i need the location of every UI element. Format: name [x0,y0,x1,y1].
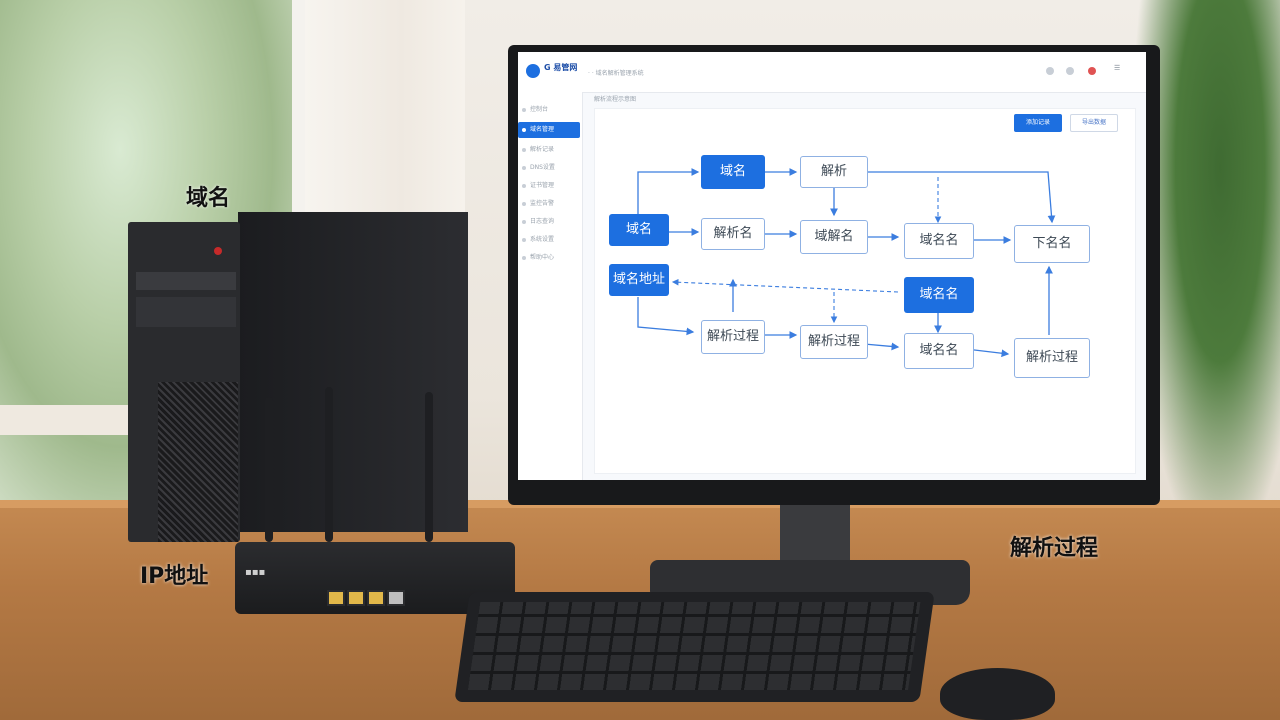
app-header: G 易管网 · · 域名解析管理系统 ☰ [518,52,1146,93]
ethernet-port [347,590,365,606]
antenna [265,397,273,542]
label-domain: 域名 [186,186,231,211]
label-ip-address: IP地址 [140,564,209,589]
monitor-screen: G 易管网 · · 域名解析管理系统 ☰ 控制台 域名管理 解析记录 DNS设置… [518,52,1146,480]
flow-node[interactable]: 域名名 [904,277,974,313]
router-brand: ▪▪▪ [245,567,266,578]
sidebar-item-dashboard[interactable]: 控制台 [518,102,580,118]
dot-icon [522,128,526,132]
sidebar-item-label: 监控告警 [530,200,555,207]
flow-node[interactable]: 下名名 [1014,225,1090,263]
add-record-button[interactable]: 添加记录 [1014,114,1062,132]
bell-icon[interactable] [1046,67,1054,75]
sidebar-item-help[interactable]: 帮助中心 [518,250,580,266]
sidebar-item-label: 日志查询 [530,218,555,225]
dot-icon [522,202,526,206]
dot-icon [522,108,526,112]
power-led-icon [214,247,222,255]
dot-icon [522,238,526,242]
sidebar-item-label: 帮助中心 [530,254,555,261]
sidebar-item-label: 解析记录 [530,146,555,153]
flow-node[interactable]: 域名地址 [609,264,669,296]
ethernet-port [367,590,385,606]
drive-bay [136,272,236,290]
mouse [940,668,1055,720]
usb-port [387,590,405,606]
flow-node[interactable]: 解析过程 [701,320,765,354]
alert-icon[interactable] [1088,67,1096,75]
sidebar-item-label: DNS设置 [530,164,555,171]
sidebar-item-label: 证书管理 [530,182,555,189]
label-resolution-process: 解析过程 [1010,536,1099,561]
sidebar-item-domains[interactable]: 域名管理 [518,122,580,138]
flow-node[interactable]: 解析 [800,156,868,188]
sidebar-item-label: 域名管理 [530,126,555,133]
sidebar-item-logs[interactable]: 日志查询 [518,214,580,230]
user-icon[interactable] [1066,67,1074,75]
dot-icon [522,166,526,170]
flow-node[interactable]: 域解名 [800,220,868,254]
dot-icon [522,184,526,188]
flow-node[interactable]: 解析过程 [1014,338,1090,378]
flow-node[interactable]: 域名名 [904,223,974,259]
sidebar-item-label: 控制台 [530,106,549,113]
flow-node[interactable]: 域名 [701,155,765,189]
sidebar-item-certs[interactable]: 证书管理 [518,178,580,194]
drive-bay [136,297,236,327]
flow-node[interactable]: 域名 [609,214,669,246]
keyboard-keys [467,602,921,690]
antenna [425,392,433,542]
sidebar: 控制台 域名管理 解析记录 DNS设置 证书管理 监控告警 日志查询 系统设置 … [518,92,583,480]
keyboard [454,592,935,702]
app-logo-text: G 易管网 [544,63,578,72]
pc-tower-front [128,222,240,542]
dot-icon [522,148,526,152]
dot-icon [522,220,526,224]
front-mesh [158,382,238,542]
sidebar-item-dns[interactable]: DNS设置 [518,160,580,176]
sidebar-item-records[interactable]: 解析记录 [518,142,580,158]
dot-icon [522,256,526,260]
flow-node[interactable]: 域名名 [904,333,974,369]
ethernet-port [327,590,345,606]
export-button[interactable]: 导出数据 [1070,114,1118,132]
flow-node[interactable]: 解析过程 [800,325,868,359]
sidebar-item-monitor[interactable]: 监控告警 [518,196,580,212]
pc-tower [128,212,468,542]
flow-node[interactable]: 解析名 [701,218,765,250]
breadcrumb: · · 域名解析管理系统 [588,70,644,77]
content-title: 解析流程示意图 [594,96,637,103]
sidebar-item-settings[interactable]: 系统设置 [518,232,580,248]
antenna [325,387,333,542]
menu-icon[interactable]: ☰ [1114,64,1121,72]
sidebar-item-label: 系统设置 [530,236,555,243]
logo-icon [526,64,540,78]
